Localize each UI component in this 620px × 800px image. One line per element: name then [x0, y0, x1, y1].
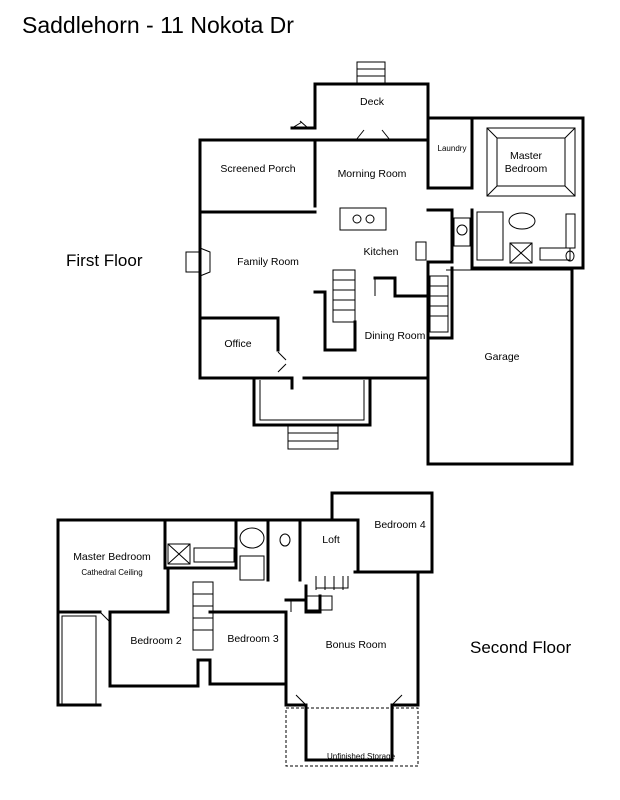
second-floor-plan	[56, 491, 434, 767]
room-kitchen: Kitchen	[363, 246, 398, 258]
room-laundry: Laundry	[438, 144, 467, 153]
room-bedroom3: Bedroom 3	[227, 633, 279, 645]
room-bedroom4: Bedroom 4	[374, 519, 426, 531]
room-master-bedroom-2f: Master Bedroom	[73, 551, 151, 563]
room-master-line2: Bedroom	[505, 163, 548, 175]
plan-title: Saddlehorn - 11 Nokota Dr	[22, 12, 294, 38]
room-morning: Morning Room	[338, 168, 407, 180]
room-office: Office	[224, 338, 251, 350]
room-bedroom2: Bedroom 2	[130, 635, 182, 647]
room-garage: Garage	[484, 351, 519, 363]
room-screened-porch: Screened Porch	[220, 163, 295, 175]
master-note: Cathedral Ceiling	[81, 568, 142, 577]
room-bonus: Bonus Room	[326, 639, 387, 651]
first-floor-plan	[185, 61, 585, 466]
second-floor-label: Second Floor	[470, 638, 572, 657]
room-family: Family Room	[237, 256, 299, 268]
room-dining: Dining Room	[365, 330, 426, 342]
first-floor-label: First Floor	[66, 251, 143, 270]
room-deck: Deck	[360, 96, 385, 108]
room-loft: Loft	[322, 534, 340, 546]
room-unfinished-storage: Unfinished Storage	[327, 752, 396, 761]
room-master-line1: Master	[510, 150, 543, 162]
